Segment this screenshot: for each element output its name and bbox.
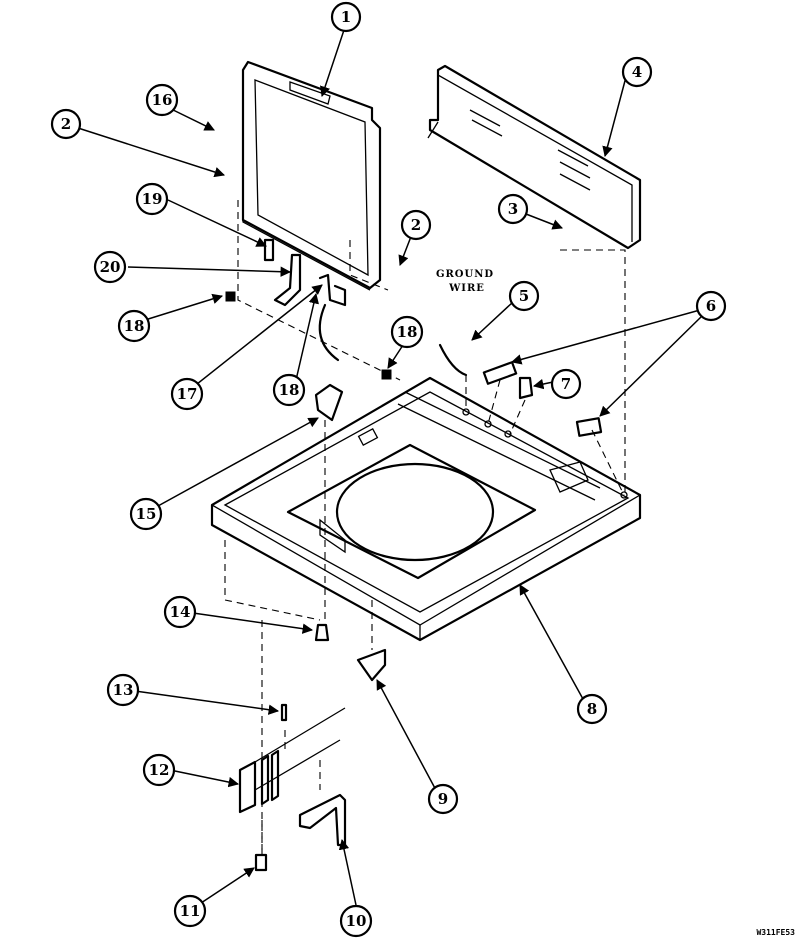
- callout-15: 15: [129, 497, 163, 531]
- svg-text:3: 3: [508, 200, 518, 218]
- callout-18c: 18: [117, 309, 151, 343]
- svg-text:16: 16: [152, 91, 173, 109]
- hinge-bracket-part: [238, 707, 346, 814]
- ground-wire-label-line1: GROUND: [436, 269, 494, 280]
- svg-text:6: 6: [706, 297, 716, 315]
- svg-text:8: 8: [587, 700, 597, 718]
- back-panel-part: [427, 64, 642, 250]
- assembly-lines: [224, 200, 626, 855]
- callout-20: 20: [93, 250, 127, 284]
- hinge-parts: [225, 238, 392, 380]
- svg-text:18: 18: [124, 317, 145, 335]
- svg-text:17: 17: [177, 385, 198, 403]
- callout-5: 5: [508, 280, 540, 312]
- latch-part: [356, 648, 387, 682]
- callout-8: 8: [576, 693, 608, 725]
- svg-text:11: 11: [180, 902, 201, 920]
- svg-text:1: 1: [341, 8, 351, 26]
- callout-2b: 2: [400, 209, 432, 241]
- callout-6: 6: [695, 290, 727, 322]
- svg-text:10: 10: [346, 912, 367, 930]
- callout-10: 10: [339, 904, 373, 938]
- svg-text:19: 19: [142, 190, 163, 208]
- lid-bumper-part: [314, 383, 344, 422]
- svg-text:12: 12: [149, 761, 170, 779]
- bracket-part-10: [298, 793, 347, 847]
- ground-wire-label-line2: WIRE: [448, 283, 485, 294]
- screw-part-11: [254, 853, 268, 872]
- svg-text:4: 4: [632, 63, 642, 81]
- svg-text:20: 20: [100, 258, 121, 276]
- callout-19: 19: [135, 182, 169, 216]
- callout-4: 4: [621, 56, 653, 88]
- callout-18: 18: [272, 373, 306, 407]
- svg-text:18: 18: [397, 323, 418, 341]
- screw-part-13: [280, 703, 288, 722]
- svg-text:2: 2: [411, 216, 421, 234]
- callout-12: 12: [142, 753, 176, 787]
- callout-3: 3: [497, 193, 529, 225]
- leader-lines: [77, 23, 703, 906]
- callout-7: 7: [550, 368, 582, 400]
- drawing-reference-number: W311FE53: [756, 928, 795, 937]
- callout-14: 14: [163, 595, 197, 629]
- svg-text:15: 15: [136, 505, 157, 523]
- clip-part: [518, 376, 534, 400]
- callout-17: 17: [170, 377, 204, 411]
- callout-18b: 18: [390, 315, 424, 349]
- svg-text:13: 13: [113, 681, 134, 699]
- svg-text:18: 18: [279, 381, 300, 399]
- svg-text:9: 9: [438, 790, 448, 808]
- washer-top-part: [210, 376, 642, 642]
- screw-part-14: [314, 623, 330, 642]
- svg-text:14: 14: [170, 603, 191, 621]
- callout-11: 11: [173, 894, 207, 928]
- callout-9: 9: [427, 783, 459, 815]
- svg-text:7: 7: [561, 375, 571, 393]
- ground-wire-part: [438, 343, 468, 377]
- callout-16: 16: [145, 83, 179, 117]
- callout-1: 1: [330, 1, 362, 33]
- label-part-2: [575, 417, 603, 437]
- callout-13: 13: [106, 673, 140, 707]
- svg-text:2: 2: [61, 115, 71, 133]
- svg-text:5: 5: [519, 287, 529, 305]
- callout-2: 2: [50, 108, 82, 140]
- lid-part: [241, 60, 382, 291]
- label-part: [482, 361, 518, 385]
